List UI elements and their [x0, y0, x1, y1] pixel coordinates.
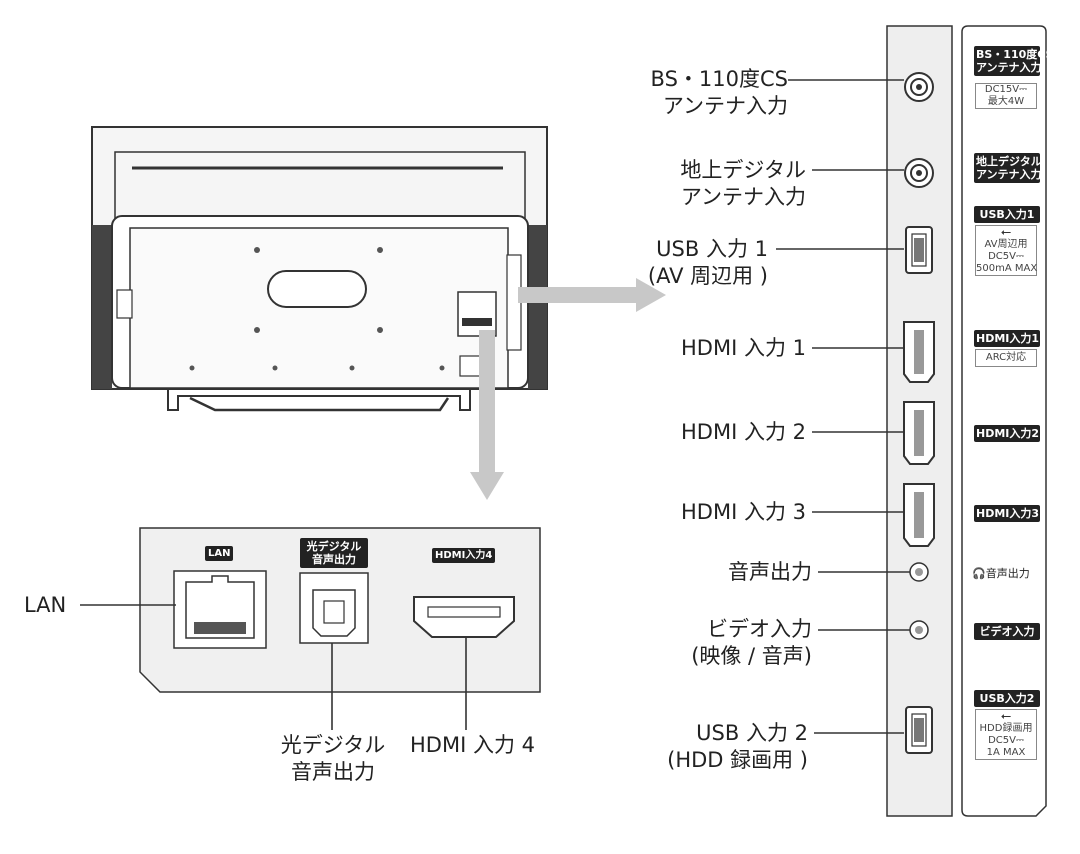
inset-tag-optical-line2: 音声出力 — [312, 553, 356, 566]
video-in-label-line1: ビデオ入力 — [707, 617, 812, 641]
usb1-label-line1: USB 入力 1 — [656, 237, 768, 261]
panel-tag-audio-out-text: 音声出力 — [985, 567, 1030, 580]
panel-spec-usb2-line1: HDD録画用 — [979, 723, 1033, 734]
audio-out-jack-icon — [909, 562, 929, 582]
optical-out-label-line1: 光デジタル — [280, 733, 386, 757]
bs-antenna-label: BS・110度CS アンテナ入力 — [651, 66, 788, 120]
hdmi3-label: HDMI 入力 3 — [681, 500, 806, 524]
panel-tag-terrestrial-line1: 地上デジタル — [976, 155, 1042, 168]
panel-tag-hdmi2: HDMI入力2 — [974, 425, 1040, 442]
headphone-icon: 🎧 — [972, 567, 986, 580]
bs-antenna-label-line2: アンテナ入力 — [662, 94, 788, 118]
audio-out-label: 音声出力 — [728, 560, 812, 584]
panel-spec-usb2-line3: 1A MAX — [986, 747, 1026, 758]
hdmi1-port-icon — [903, 321, 935, 383]
panel-tag-video-in: ビデオ入力 — [974, 623, 1040, 640]
inset-tag-hdmi4: HDMI入力4 — [432, 548, 496, 563]
video-in-label: ビデオ入力 (映像 / 音声) — [691, 616, 812, 670]
terrestrial-antenna-label: 地上デジタル アンテナ入力 — [680, 157, 806, 211]
panel-spec-usb2-line2: DC5V⎓ — [988, 735, 1024, 746]
bs-antenna-port-icon — [904, 72, 934, 102]
lan-label: LAN — [24, 593, 67, 617]
inset-tag-optical-line1: 光デジタル — [306, 540, 362, 553]
inset-tag-optical: 光デジタル 音声出力 — [300, 538, 368, 568]
usb2-label-line2: (HDD 録画用 ) — [667, 748, 808, 772]
pointer-arrows — [470, 278, 666, 500]
inset-tag-lan: LAN — [205, 546, 234, 561]
usb1-label: USB 入力 1 (AV 周辺用 ) — [648, 236, 768, 290]
panel-tag-terrestrial-line2: アンテナ入力 — [976, 168, 1042, 181]
panel-spec-usb1-line1: AV周辺用 — [984, 239, 1028, 250]
panel-spec-bs-line1: DC15V⎓ — [984, 84, 1028, 95]
hdmi4-label: HDMI 入力 4 — [410, 733, 535, 757]
panel-tag-bs-line1: BS・110度CS — [976, 48, 1054, 61]
panel-tag-hdmi3: HDMI入力3 — [974, 505, 1040, 522]
leader-lines — [80, 79, 910, 734]
tv-back-illustration — [91, 126, 548, 412]
panel-tag-audio-out: 🎧音声出力 — [972, 565, 1030, 581]
usb-symbol-icon: ⭠ — [1000, 225, 1012, 240]
panel-tag-bs: BS・110度CS アンテナ入力 — [974, 46, 1054, 76]
video-in-jack-icon — [909, 620, 929, 640]
bs-antenna-label-line1: BS・110度CS — [650, 67, 788, 91]
video-in-label-line2: (映像 / 音声) — [691, 644, 812, 668]
panel-spec-hdmi1: ARC対応 — [975, 349, 1037, 367]
panel-tag-usb2: USB入力2 — [974, 690, 1040, 707]
panel-spec-bs: DC15V⎓ 最大4W — [975, 83, 1037, 109]
panel-tag-bs-line2: アンテナ入力 — [976, 61, 1042, 74]
terrestrial-antenna-port-icon — [904, 158, 934, 188]
panel-tag-usb1: USB入力1 — [974, 206, 1040, 223]
panel-spec-usb2: ⭠ HDD録画用 DC5V⎓ 1A MAX — [975, 709, 1037, 760]
side-terminal-inset — [139, 527, 541, 693]
usb1-label-line2: (AV 周辺用 ) — [647, 264, 768, 288]
panel-spec-usb1: ⭠ AV周辺用 DC5V⎓ 500mA MAX — [975, 225, 1037, 276]
panel-spec-usb1-line2: DC5V⎓ — [988, 251, 1024, 262]
hdmi2-label: HDMI 入力 2 — [681, 420, 806, 444]
usb1-port-icon — [905, 226, 933, 274]
panel-spec-usb1-line3: 500mA MAX — [976, 263, 1038, 274]
usb2-label: USB 入力 2 (HDD 録画用 ) — [667, 720, 808, 774]
panel-spec-bs-line2: 最大4W — [987, 96, 1025, 107]
panel-tag-terrestrial: 地上デジタル アンテナ入力 — [974, 153, 1042, 183]
panel-tag-hdmi1: HDMI入力1 — [974, 330, 1040, 347]
usb2-port-icon — [905, 706, 933, 754]
hdmi3-port-icon — [903, 483, 935, 547]
terrestrial-antenna-label-line1: 地上デジタル — [680, 158, 806, 182]
hdmi2-port-icon — [903, 401, 935, 465]
hdmi1-label: HDMI 入力 1 — [681, 336, 806, 360]
terrestrial-antenna-label-line2: アンテナ入力 — [680, 185, 806, 209]
usb2-label-line1: USB 入力 2 — [696, 721, 808, 745]
usb-symbol-icon: ⭠ — [1000, 709, 1012, 724]
optical-out-label: 光デジタル 音声出力 — [268, 732, 398, 786]
optical-out-label-line2: 音声出力 — [291, 760, 375, 784]
